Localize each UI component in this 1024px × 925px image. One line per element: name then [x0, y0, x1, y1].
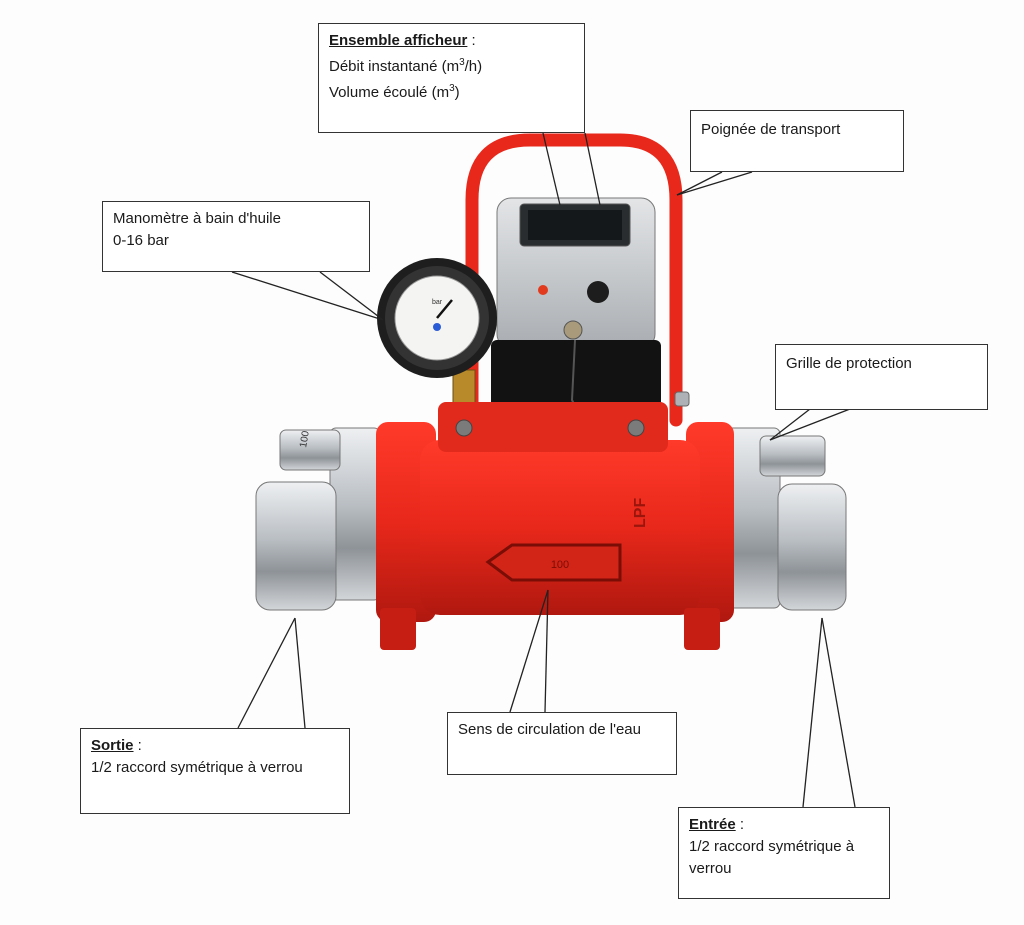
callout-flow: Sens de circulation de l'eau: [447, 712, 677, 775]
leader-display-2: [584, 132, 601, 206]
brass-fitting: [452, 369, 476, 407]
outlet-coupling-cylinder: [255, 481, 337, 611]
gauge-unit-text: bar: [432, 299, 443, 306]
inlet-coupling-cylinder: [777, 483, 847, 611]
leader-gauge-2: [319, 271, 384, 321]
callout-gauge-line1: Manomètre à bain d'huile: [113, 210, 281, 227]
callout-inlet-heading: Entrée: [689, 816, 736, 833]
callout-inlet-text: 1/2 raccord symétrique à verrou: [689, 838, 855, 877]
seal-cap: [563, 320, 583, 340]
leader-handle: [676, 171, 723, 196]
leader-outlet-2: [294, 617, 306, 729]
body-logo: LPF: [632, 498, 649, 528]
callout-outlet: Sortie : 1/2 raccord symétrique à verrou: [80, 728, 350, 814]
leader-flow: [509, 589, 549, 713]
leader-inlet: [802, 617, 823, 808]
leader-lines: [231, 132, 856, 808]
leader-outlet: [237, 617, 296, 729]
leader-handle-2: [676, 171, 753, 196]
callout-inlet: Entrée : 1/2 raccord symétrique à verrou: [678, 807, 890, 899]
outlet-coupling-lug: [279, 429, 341, 471]
coupling-marking: 100: [298, 430, 312, 449]
leader-display: [542, 132, 561, 206]
foot-right: [684, 608, 720, 650]
callout-grille-text: Grille de protection: [786, 355, 912, 372]
push-button: [587, 281, 609, 303]
foot-left: [380, 608, 416, 650]
callout-flow-text: Sens de circulation de l'eau: [458, 721, 641, 738]
carry-handle: [465, 133, 683, 427]
callout-handle: Poignée de transport: [690, 110, 904, 172]
leader-flow-2: [544, 589, 549, 713]
meter-top-plate: [438, 402, 668, 452]
led-indicator: [538, 285, 548, 295]
callout-outlet-text: 1/2 raccord symétrique à verrou: [91, 759, 303, 776]
leader-grille: [769, 408, 811, 441]
handle-pin: [674, 391, 690, 407]
callout-display-line1: Débit instantané (m3/h): [329, 57, 483, 75]
leader-grille-2: [769, 408, 851, 441]
arrow-marking: 100: [551, 559, 569, 571]
inlet-coupling-lug: [759, 435, 826, 477]
meter-base: [491, 340, 661, 410]
flow-arrow: [485, 543, 622, 582]
callout-grille: Grille de protection: [775, 344, 988, 410]
callout-display: Ensemble afficheur : Débit instantané (m…: [318, 23, 585, 133]
leader-gauge: [231, 271, 384, 321]
meter-body: [420, 440, 700, 615]
callout-gauge: Manomètre à bain d'huile 0-16 bar: [102, 201, 370, 272]
callout-handle-text: Poignée de transport: [701, 121, 841, 138]
callout-display-line2: Volume écoulé (m3): [329, 83, 460, 101]
gauge-needle: [436, 299, 453, 319]
callout-display-heading: Ensemble afficheur: [329, 32, 468, 49]
callout-gauge-line2: 0-16 bar: [113, 232, 169, 249]
callout-outlet-heading: Sortie: [91, 737, 134, 754]
leader-inlet-2: [821, 617, 856, 808]
